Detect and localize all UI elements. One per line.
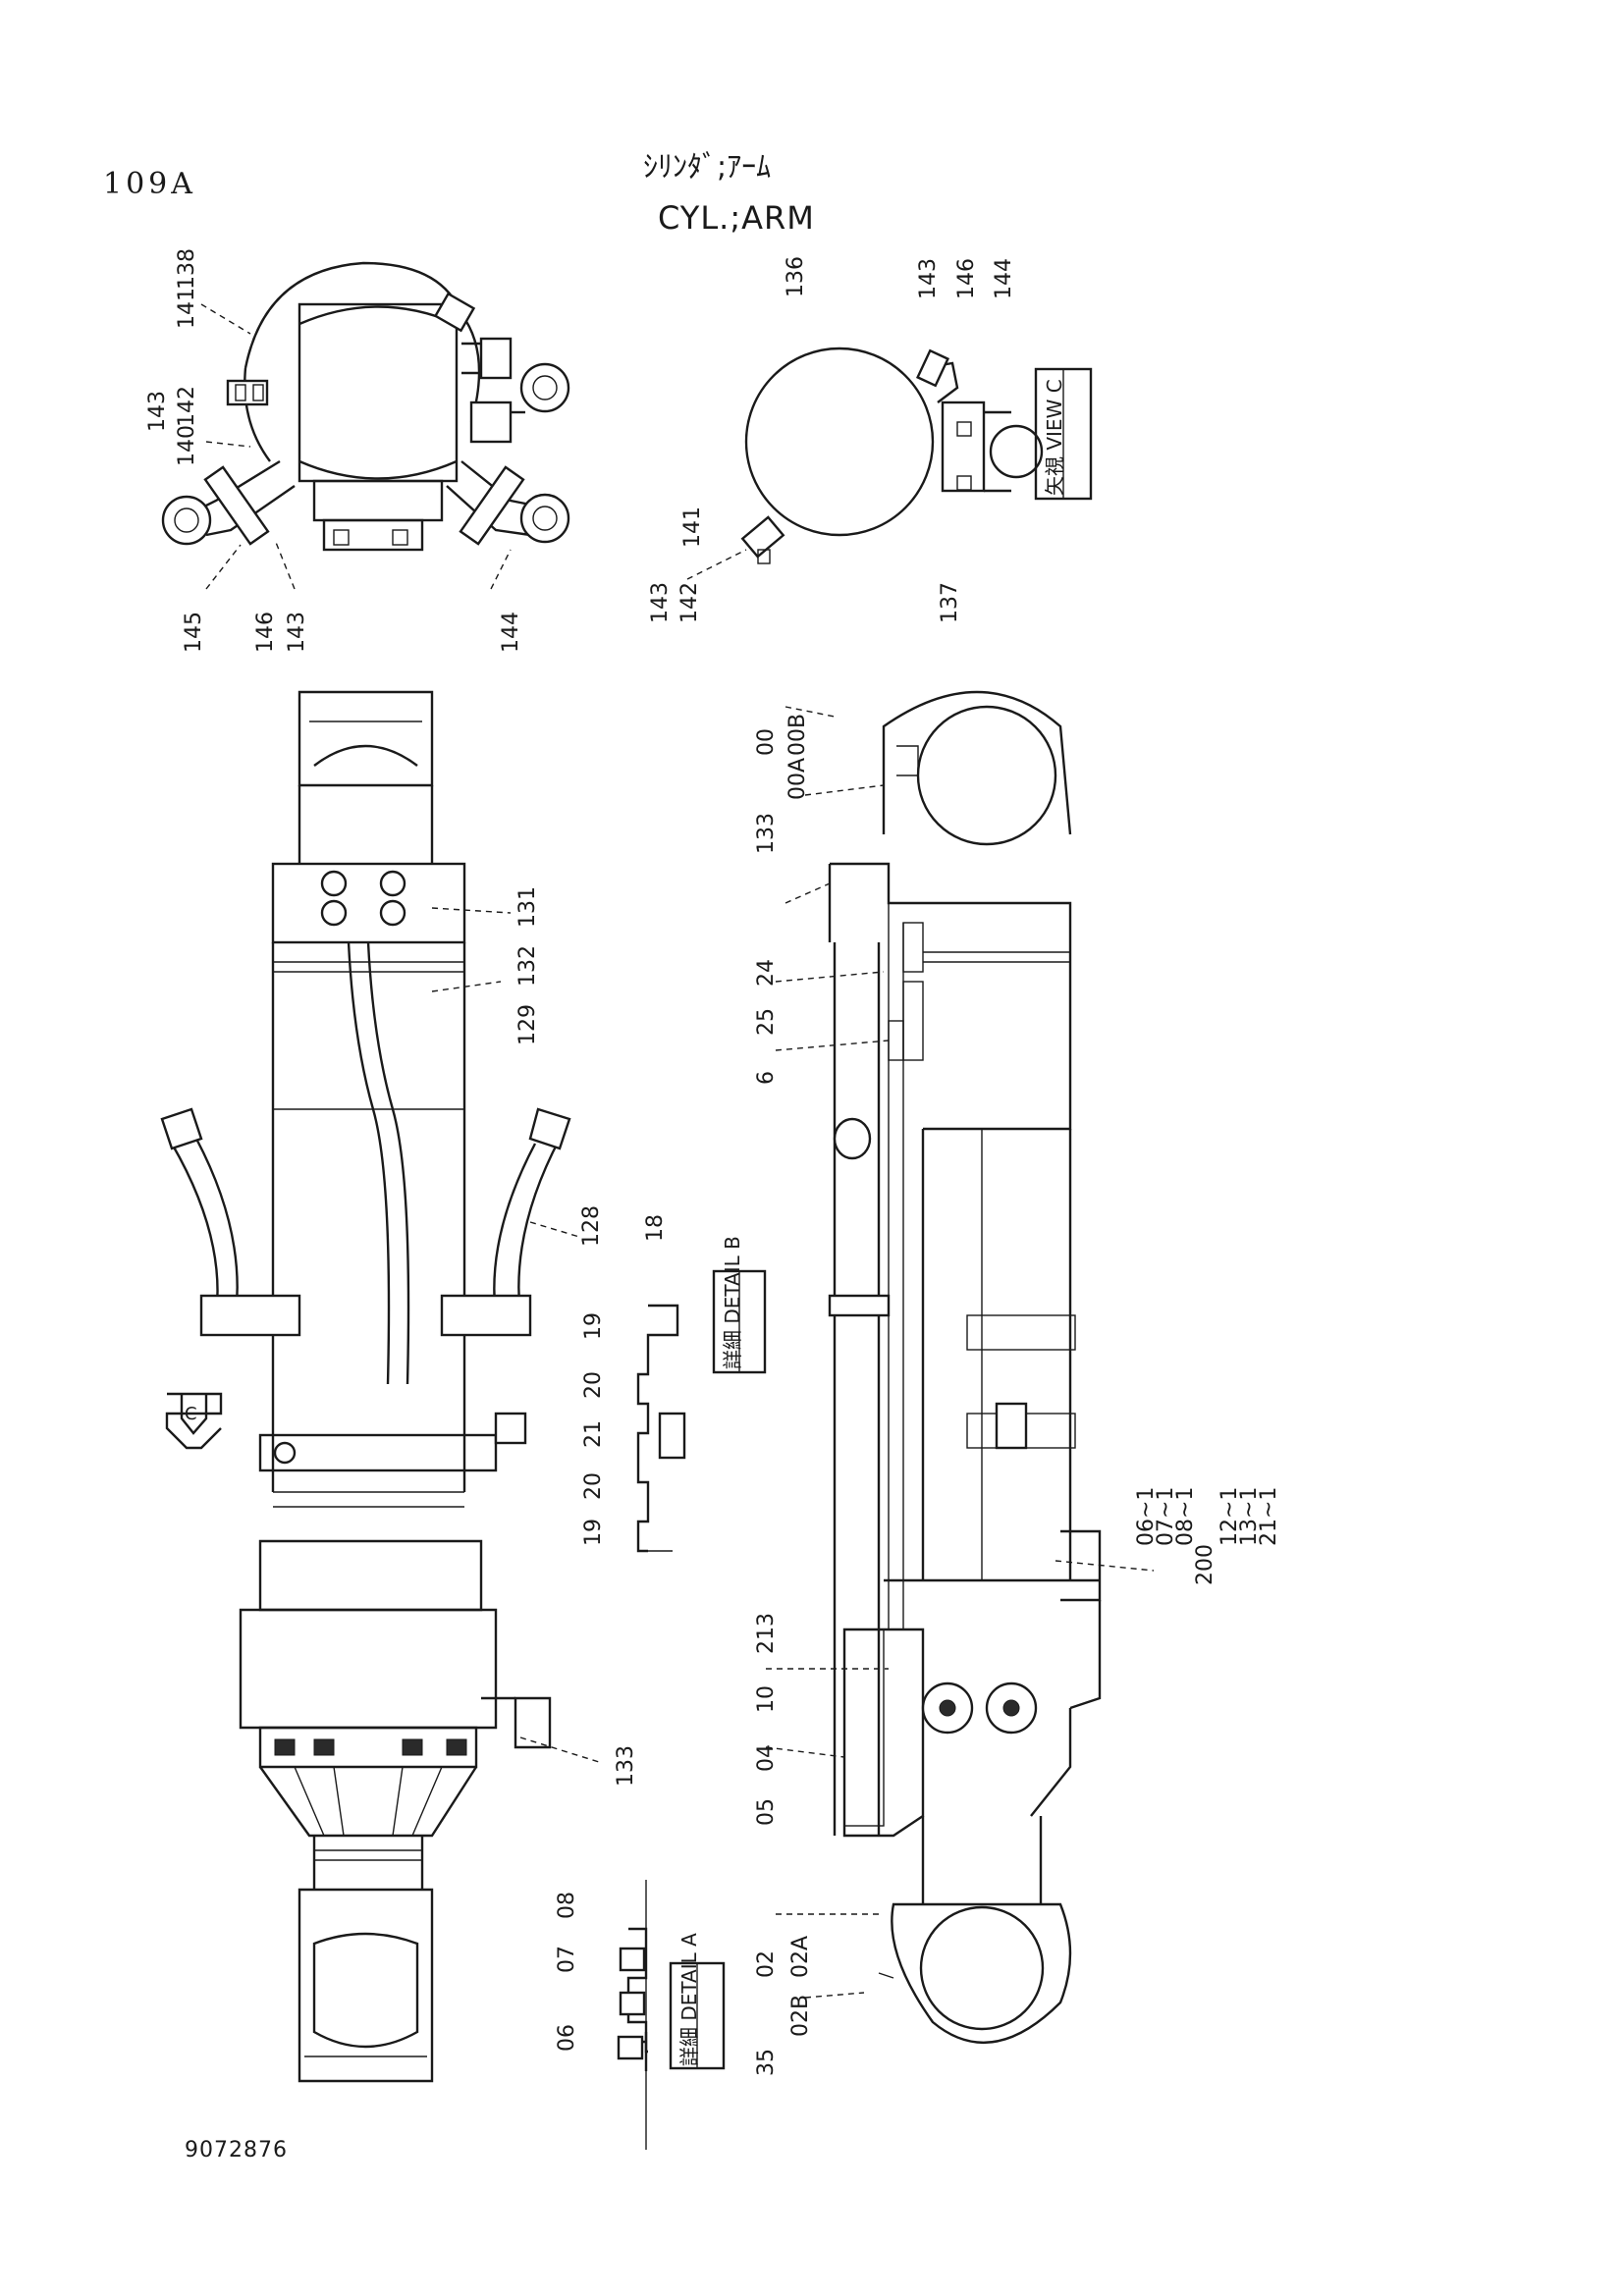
part-label: 21~1 xyxy=(1257,1486,1281,1546)
part-label: 144 xyxy=(499,612,523,653)
part-label: 200 xyxy=(1193,1544,1217,1585)
part-label: 00B xyxy=(785,713,810,756)
title-japanese: ｼﾘﾝﾀﾞ;ｱｰﾑ xyxy=(643,150,772,185)
part-label: 143 xyxy=(285,612,309,653)
part-label: 10 xyxy=(754,1685,779,1713)
part-label: 143 xyxy=(145,391,170,432)
part-label: 138 xyxy=(175,248,199,290)
part-label: 02 xyxy=(754,1950,779,1978)
cylinder-side-view xyxy=(828,690,1102,2044)
part-label: 00A xyxy=(785,757,810,800)
part-label: 131 xyxy=(515,886,540,928)
part-label: 143 xyxy=(916,258,941,299)
part-label: 146 xyxy=(253,612,278,653)
detail-a xyxy=(617,1880,726,2150)
part-label: 6 xyxy=(754,1071,779,1085)
view-c-arrow-label: C xyxy=(185,1404,197,1424)
part-label: 20 xyxy=(581,1472,606,1500)
part-label: 141 xyxy=(680,507,705,548)
part-label: 133 xyxy=(754,813,779,854)
document-number: 9072876 xyxy=(185,2138,288,2163)
part-label: 08~1 xyxy=(1173,1486,1198,1546)
view-c-box-label: 矢視 VIEW C xyxy=(1043,379,1066,496)
view-c-arrow xyxy=(165,1392,223,1450)
part-label: 21 xyxy=(581,1420,606,1448)
part-label: 06 xyxy=(555,2024,579,2052)
part-label: 142 xyxy=(677,582,702,623)
detail-b xyxy=(636,1269,767,1553)
part-label: 02A xyxy=(788,1935,813,1978)
part-label: 142 xyxy=(175,386,199,427)
part-label: 35 xyxy=(754,2049,779,2076)
cylinder-plan-view xyxy=(160,690,571,2083)
leader-lines xyxy=(200,303,1155,1999)
part-label: 08 xyxy=(555,1892,579,1919)
part-label: 141 xyxy=(175,288,199,329)
part-label: 136 xyxy=(784,256,808,297)
part-label: 19 xyxy=(581,1519,606,1546)
part-label: 24 xyxy=(754,959,779,987)
part-label: 137 xyxy=(938,582,962,623)
part-label: 05 xyxy=(754,1798,779,1826)
part-label: 00 xyxy=(754,728,779,756)
part-label: 04 xyxy=(754,1744,779,1772)
part-label: 133 xyxy=(614,1745,638,1787)
part-label: 07 xyxy=(555,1946,579,1973)
detail-a-box-label: 詳細 DETAIL A xyxy=(677,1933,701,2066)
end-view-left xyxy=(161,261,570,552)
detail-b-box-label: 詳細 DETAIL B xyxy=(721,1236,744,1369)
title-english: CYL.;ARM xyxy=(658,199,815,237)
part-label: 128 xyxy=(579,1205,604,1247)
part-label: 140 xyxy=(175,425,199,466)
part-label: 19 xyxy=(581,1312,606,1340)
part-label: 145 xyxy=(182,612,206,653)
part-label: 129 xyxy=(515,1004,540,1045)
part-label: 146 xyxy=(954,258,979,299)
part-label: 143 xyxy=(648,582,673,623)
part-label: 18 xyxy=(643,1214,668,1242)
part-label: 132 xyxy=(515,945,540,987)
part-label: 144 xyxy=(992,258,1016,299)
view-c-clamp xyxy=(740,347,1093,564)
part-label: 02B xyxy=(788,1994,813,2037)
part-label: 20 xyxy=(581,1371,606,1399)
page-number: 109A xyxy=(103,167,196,201)
part-label: 25 xyxy=(754,1008,779,1036)
part-label: 213 xyxy=(754,1613,779,1654)
